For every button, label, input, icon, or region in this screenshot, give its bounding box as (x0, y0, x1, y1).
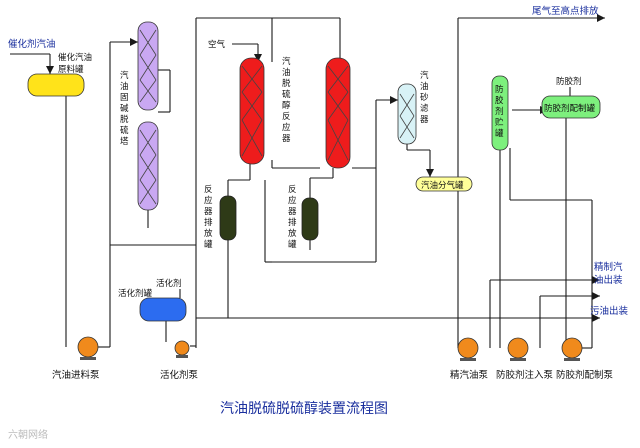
svg-text:排: 排 (288, 217, 297, 228)
activator-pump (174, 340, 190, 358)
svg-text:应: 应 (282, 122, 291, 133)
antigum-mix-tank-label: 防胶剂配制罐 (544, 103, 596, 114)
dirty-out-label: 污油出装 (590, 305, 629, 317)
svg-text:硫: 硫 (282, 89, 291, 100)
feed-pump (77, 336, 99, 360)
svg-text:应: 应 (204, 195, 213, 206)
air-label: 空气 (208, 39, 226, 50)
refined-pump-label: 精汽油泵 (450, 369, 489, 381)
separator-label: 汽油分气罐 (421, 180, 464, 191)
svg-text:汽: 汽 (120, 70, 129, 81)
antigum-injection-pump (507, 337, 529, 361)
svg-text:胶: 胶 (495, 95, 504, 106)
svg-text:汽: 汽 (420, 70, 429, 81)
gasoline-gas-separator-tank (415, 176, 473, 192)
diagram-caption: 汽油脱硫脱硫醇装置流程图 (220, 400, 388, 417)
svg-text:器: 器 (204, 207, 213, 217)
flow-arrows (46, 14, 605, 322)
antigum-storage-tank (491, 75, 509, 151)
svg-text:油: 油 (282, 67, 291, 78)
svg-text:放: 放 (288, 228, 297, 239)
svg-text:反: 反 (288, 184, 297, 195)
reactor-label: 汽 油 脱 硫 醇 反 应 器 (282, 56, 291, 144)
mix-pump-label: 防胶剂配制泵 (556, 369, 614, 381)
antigum-tank-label: 防 胶 剂 贮 罐 (495, 84, 504, 139)
svg-text:滤: 滤 (420, 103, 429, 114)
svg-text:罐: 罐 (288, 239, 297, 250)
activator-tank-label: 活化剂罐 (118, 288, 153, 299)
refined-gasoline-pump (457, 337, 479, 361)
svg-text:醇: 醇 (282, 100, 291, 111)
svg-text:脱: 脱 (120, 114, 129, 125)
svg-text:放: 放 (204, 228, 213, 239)
svg-text:器: 器 (288, 207, 297, 217)
watermark: 六朝网络 (8, 428, 48, 441)
reactor-drain-tank-2 (301, 197, 319, 241)
svg-text:油: 油 (420, 81, 429, 92)
antigum-mixing-pump (561, 337, 583, 361)
svg-text:贮: 贮 (495, 117, 504, 128)
raw-tank-label-1: 催化汽油 (58, 52, 92, 63)
feed-pump-label: 汽油进料泵 (52, 369, 100, 381)
drain-1-label: 反 应 器 排 放 罐 (204, 184, 213, 250)
svg-text:砂: 砂 (420, 92, 429, 103)
refined-out-label-1: 精制汽 (594, 261, 623, 273)
svg-text:排: 排 (204, 217, 213, 228)
antigum-mixing-tank (541, 95, 601, 119)
desulfurization-reactor-1 (239, 57, 265, 165)
svg-text:汽: 汽 (282, 56, 291, 67)
svg-text:塔: 塔 (120, 136, 129, 147)
svg-text:碱: 碱 (120, 104, 129, 114)
svg-text:固: 固 (120, 93, 129, 103)
tail-gas-label: 尾气至高点排放 (532, 5, 599, 17)
svg-text:反: 反 (282, 111, 291, 122)
svg-text:硫: 硫 (120, 125, 129, 136)
fixed-alkali-desulfurization-tower (137, 21, 159, 211)
gasoline-sand-filter (397, 83, 417, 145)
svg-text:罐: 罐 (495, 128, 504, 139)
svg-text:应: 应 (288, 195, 297, 206)
raw-material-tank (27, 73, 85, 97)
svg-text:剂: 剂 (495, 106, 504, 117)
sand-filter-label: 汽 油 砂 滤 器 (420, 70, 429, 125)
svg-text:油: 油 (120, 81, 129, 92)
pipe-lines (10, 17, 605, 349)
desulfurization-reactor-2 (325, 57, 351, 169)
activator-agent-label: 活化剂 (156, 278, 182, 289)
svg-text:器: 器 (282, 134, 291, 144)
feed-in-label: 催化剂汽油 (8, 38, 56, 50)
drain-2-label: 反 应 器 排 放 罐 (288, 184, 297, 250)
antigum-agent-label: 防胶剂 (556, 76, 582, 87)
svg-text:反: 反 (204, 184, 213, 195)
svg-text:罐: 罐 (204, 239, 213, 250)
refined-out-label-2: 油出装 (594, 274, 623, 286)
activator-tank (139, 297, 187, 322)
raw-tank-label-2: 原料罐 (58, 64, 84, 75)
reactor-drain-tank-1 (219, 195, 237, 241)
activator-pump-label: 活化剂泵 (160, 369, 199, 381)
svg-text:器: 器 (420, 115, 429, 125)
svg-text:防: 防 (495, 84, 504, 95)
inject-pump-label: 防胶剂注入泵 (496, 369, 554, 381)
fixed-tower-label: 汽 油 固 碱 脱 硫 塔 (120, 70, 129, 147)
svg-text:脱: 脱 (282, 78, 291, 89)
